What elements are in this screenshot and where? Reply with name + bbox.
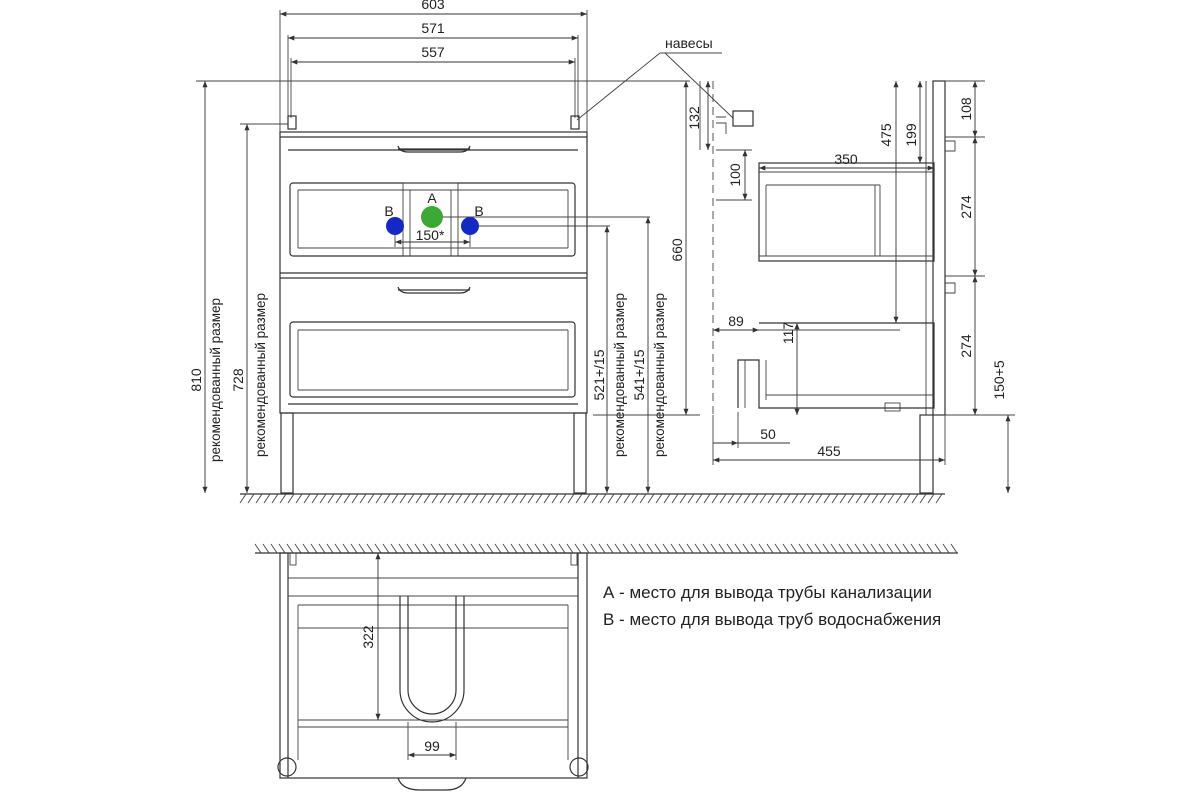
recommended-label-810: рекомендованный размер — [208, 298, 223, 462]
dim-322: 322 — [360, 625, 376, 649]
dim-475: 475 — [878, 123, 894, 147]
dim-350: 350 — [834, 151, 858, 167]
dim-603: 603 — [421, 0, 445, 12]
dim-274-lower: 274 — [958, 334, 974, 358]
dim-89: 89 — [728, 313, 744, 329]
top-view: 322 99 — [254, 543, 958, 791]
recommended-label-541: рекомендованный размер — [652, 293, 667, 457]
dim-557: 557 — [421, 44, 445, 60]
recommended-label-728: рекомендованный размер — [253, 293, 268, 457]
dim-660: 660 — [669, 238, 685, 262]
dim-108: 108 — [958, 97, 974, 121]
dim-541: 541+/15 — [631, 349, 647, 400]
dim-728: 728 — [230, 368, 246, 392]
dim-117: 117 — [780, 322, 796, 345]
dim-274-upper: 274 — [958, 195, 974, 219]
label-b-right: В — [474, 203, 483, 219]
floor-hatch — [239, 493, 945, 504]
dim-50: 50 — [760, 426, 776, 442]
dim-455: 455 — [817, 443, 841, 459]
dim-100: 100 — [727, 163, 743, 187]
dim-810: 810 — [188, 368, 204, 392]
dim-150-5: 150+5 — [991, 360, 1007, 400]
drain-point — [421, 206, 443, 228]
recommended-label-521: рекомендованный размер — [612, 293, 627, 457]
water-point-left — [386, 217, 404, 235]
dim-150: 150* — [416, 227, 445, 243]
legend-drain: А - место для вывода трубы канализации — [603, 583, 932, 602]
dim-199: 199 — [903, 123, 919, 147]
water-point-right — [461, 217, 479, 235]
dim-521: 521+/15 — [591, 349, 607, 400]
dim-571: 571 — [421, 20, 445, 36]
label-b-left: В — [384, 203, 393, 219]
dim-132: 132 — [686, 106, 702, 130]
hinges-label: навесы — [665, 35, 713, 51]
dim-99: 99 — [424, 738, 440, 754]
label-a: А — [427, 190, 437, 206]
legend-water: В - место для вывода труб водоснабжения — [603, 610, 942, 629]
front-view: 603 571 557 — [188, 0, 700, 494]
side-view: навесы 132 100 350 — [576, 35, 1015, 494]
